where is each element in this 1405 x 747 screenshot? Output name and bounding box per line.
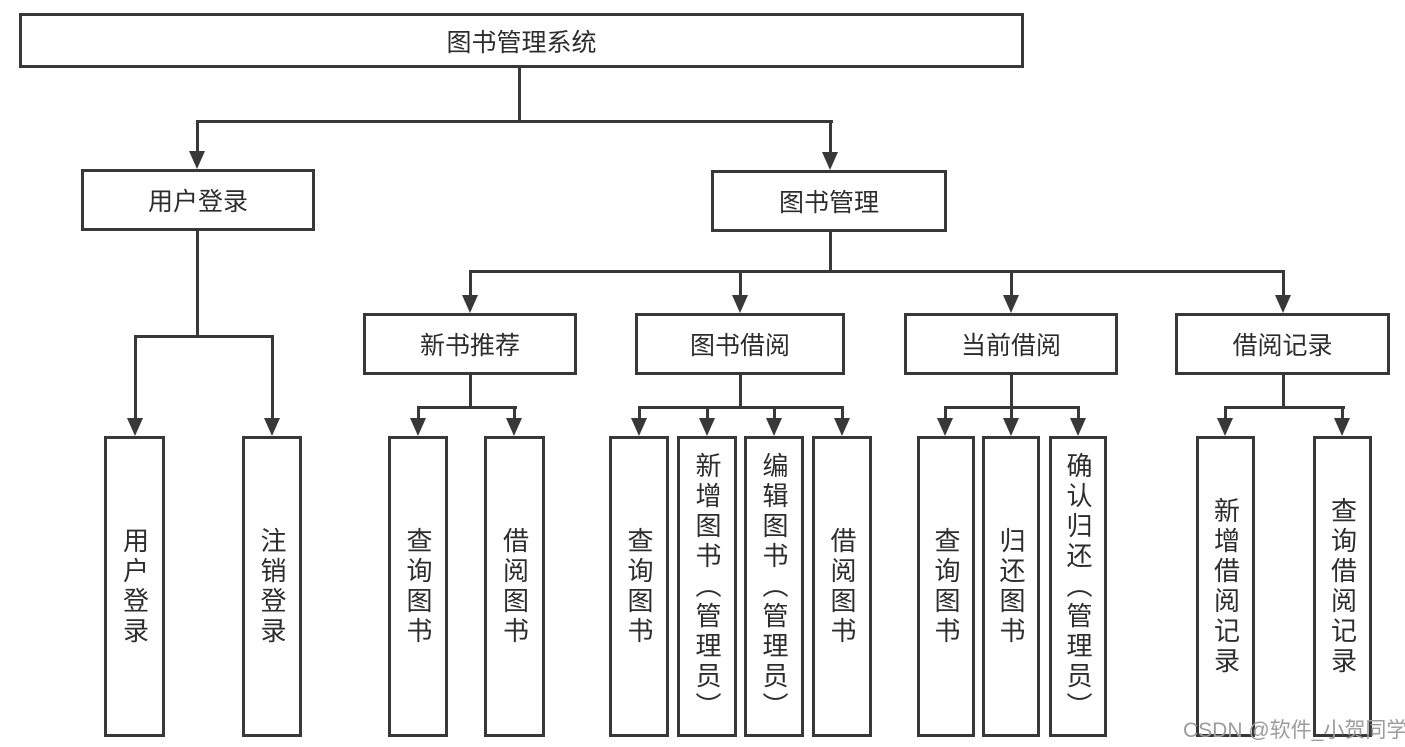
leaf-user-login-label: 用户登录	[119, 526, 150, 647]
leaf-br-query-record: 查询借阅记录	[1313, 436, 1372, 737]
leaf-nbr-query-book: 查询图书	[388, 436, 448, 737]
leaf-nbr-borrow-book-label: 借阅图书	[499, 526, 530, 647]
arrow-down-icon	[631, 418, 647, 436]
leaf-bb-query-book-label: 查询图书	[624, 526, 654, 647]
connector	[638, 406, 844, 409]
connector	[513, 406, 516, 420]
node-book-borrow: 图书借阅	[635, 313, 845, 375]
connector	[829, 232, 832, 273]
leaf-bb-add-book-label: 新增图书（管理员）	[692, 451, 722, 722]
leaf-cb-query-book: 查询图书	[917, 436, 975, 737]
arrow-down-icon	[1003, 295, 1019, 313]
node-root: 图书管理系统	[19, 13, 1024, 68]
arrow-down-icon	[766, 418, 782, 436]
connector	[1077, 406, 1080, 420]
arrow-down-icon	[822, 152, 838, 170]
arrow-down-icon	[462, 295, 478, 313]
node-book-management-label: 图书管理	[778, 189, 879, 217]
leaf-cb-confirm-return-label: 确认归还（管理员）	[1063, 451, 1093, 722]
arrow-down-icon	[127, 418, 143, 436]
arrow-down-icon	[1070, 418, 1086, 436]
node-user-login: 用户登录	[81, 169, 315, 231]
node-current-borrow-label: 当前借阅	[960, 332, 1061, 360]
arrow-down-icon	[189, 151, 205, 169]
connector	[1010, 375, 1013, 409]
connector	[417, 406, 517, 409]
connector	[1010, 406, 1013, 420]
watermark-text: CSDN @软件_小贺同学	[1183, 719, 1405, 742]
node-borrow-record: 借阅记录	[1175, 313, 1390, 375]
connector	[1282, 375, 1285, 409]
connector	[829, 120, 832, 152]
connector	[271, 335, 274, 418]
arrow-down-icon	[1217, 418, 1233, 436]
arrow-down-icon	[264, 418, 280, 436]
connector	[134, 335, 274, 338]
connector	[1010, 270, 1013, 296]
leaf-bb-borrow-book: 借阅图书	[812, 436, 872, 737]
connector	[841, 406, 844, 420]
node-current-borrow: 当前借阅	[904, 313, 1118, 375]
leaf-nbr-borrow-book: 借阅图书	[484, 436, 545, 737]
arrow-down-icon	[506, 418, 522, 436]
arrow-down-icon	[732, 295, 748, 313]
arrow-down-icon	[1275, 295, 1291, 313]
node-new-book-recommend: 新书推荐	[363, 313, 577, 375]
leaf-br-query-record-label: 查询借阅记录	[1327, 496, 1358, 677]
arrow-down-icon	[834, 418, 850, 436]
leaf-bb-add-book: 新增图书（管理员）	[677, 436, 737, 737]
connector	[1224, 406, 1345, 409]
arrow-down-icon	[699, 418, 715, 436]
arrow-down-icon	[410, 418, 426, 436]
connector	[773, 406, 776, 420]
leaf-bb-edit-book-label: 编辑图书（管理员）	[759, 451, 789, 722]
connector	[417, 406, 420, 420]
connector	[638, 406, 641, 420]
connector	[739, 375, 742, 409]
connector	[469, 375, 472, 409]
leaf-bb-edit-book: 编辑图书（管理员）	[744, 436, 804, 737]
connector	[469, 270, 1285, 273]
connector	[469, 270, 472, 296]
connector	[196, 120, 833, 123]
leaf-nbr-query-book-label: 查询图书	[403, 526, 433, 647]
connector	[1224, 406, 1227, 420]
leaf-cb-return-book: 归还图书	[982, 436, 1040, 737]
connector	[739, 270, 742, 296]
leaf-logout-label: 注销登录	[257, 526, 287, 647]
leaf-bb-query-book: 查询图书	[609, 436, 669, 737]
connector	[706, 406, 709, 420]
node-borrow-record-label: 借阅记录	[1232, 332, 1333, 360]
leaf-cb-return-book-label: 归还图书	[996, 526, 1026, 647]
node-new-book-recommend-label: 新书推荐	[419, 332, 520, 360]
leaf-bb-borrow-book-label: 借阅图书	[827, 526, 857, 647]
leaf-user-login: 用户登录	[104, 436, 165, 737]
leaf-logout: 注销登录	[242, 436, 302, 737]
connector	[196, 231, 199, 337]
arrow-down-icon	[937, 418, 953, 436]
node-user-login-label: 用户登录	[147, 188, 248, 216]
node-book-management: 图书管理	[711, 170, 947, 232]
connector	[196, 120, 199, 151]
connector	[518, 68, 521, 121]
connector	[1341, 406, 1344, 420]
leaf-br-add-record-label: 新增借阅记录	[1210, 496, 1241, 677]
leaf-cb-confirm-return: 确认归还（管理员）	[1049, 436, 1107, 737]
connector	[134, 335, 137, 418]
node-book-borrow-label: 图书借阅	[689, 332, 790, 360]
connector	[944, 406, 947, 420]
connector	[1282, 270, 1285, 296]
arrow-down-icon	[1334, 418, 1350, 436]
node-root-label: 图书管理系统	[446, 28, 597, 57]
arrow-down-icon	[1003, 418, 1019, 436]
leaf-cb-query-book-label: 查询图书	[931, 526, 961, 647]
leaf-br-add-record: 新增借阅记录	[1196, 436, 1255, 737]
